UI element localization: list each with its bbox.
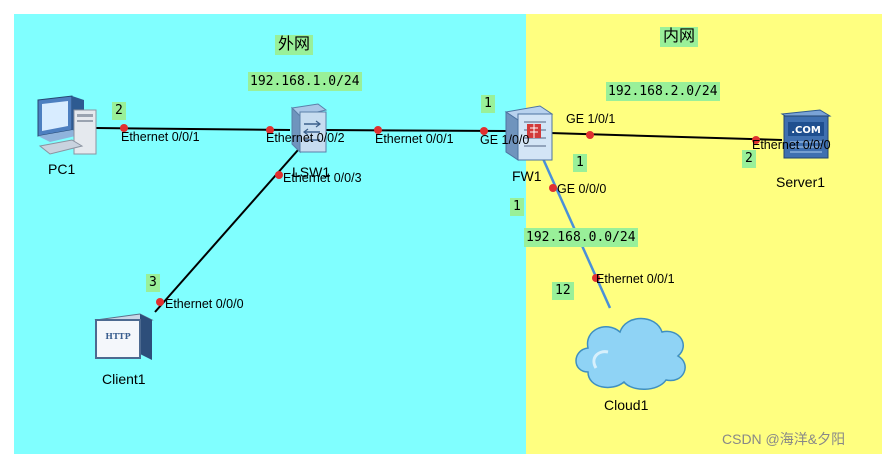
subnet-inner-server: 192.168.2.0/24 xyxy=(606,82,720,101)
link-pc1-lsw1[interactable] xyxy=(95,127,291,131)
device-name-cloud1: Cloud1 xyxy=(604,397,649,413)
cloud-icon[interactable] xyxy=(575,317,686,390)
device-name-client1: Client1 xyxy=(102,371,146,387)
port-label-fw1-ge100: GE 1/0/0 xyxy=(480,133,530,147)
device-name-pc1: PC1 xyxy=(48,161,76,177)
port-dot-server1 xyxy=(752,136,760,144)
device-name-server1: Server1 xyxy=(776,174,826,190)
port-label-lsw1-e002: Ethernet 0/0/2 xyxy=(266,131,345,145)
server-icon[interactable]: .COM xyxy=(780,109,832,159)
inner-zone-title: 内网 xyxy=(660,27,699,47)
firewall-icon[interactable] xyxy=(504,105,554,161)
port-label-server1: Ethernet 0/0/0 xyxy=(752,138,831,152)
port-dot-cloud1 xyxy=(592,274,600,282)
port-dot-fw1-ge101 xyxy=(586,131,594,139)
watermark: CSDN @海洋&夕阳 xyxy=(722,431,846,447)
link-lsw1-client1[interactable] xyxy=(154,149,299,313)
switch-icon[interactable] xyxy=(290,103,328,154)
server-badge: .COM xyxy=(791,125,821,136)
outer-zone-title: 外网 xyxy=(275,35,314,55)
tag-link-left: 1 xyxy=(510,198,524,216)
tag-server1: 2 xyxy=(742,150,756,168)
pc-icon[interactable] xyxy=(37,95,97,155)
port-dot-lsw1-e002 xyxy=(266,126,274,134)
port-label-lsw1-e003: Ethernet 0/0/3 xyxy=(283,171,362,185)
device-name-lsw1: LSW1 xyxy=(292,164,331,180)
subnet-inner-cloud: 192.168.0.0/24 xyxy=(524,228,638,247)
client-badge: HTTP xyxy=(105,331,130,341)
tag-client1: 3 xyxy=(146,274,160,292)
device-name-fw1: FW1 xyxy=(512,168,542,184)
port-dot-fw1-ge100 xyxy=(480,127,488,135)
tag-fw1-ge000: 1 xyxy=(573,154,587,172)
tag-pc1: 2 xyxy=(112,102,126,120)
tag-cloud1: 12 xyxy=(552,282,574,300)
port-dot-fw1-ge000 xyxy=(549,184,557,192)
port-label-client1: Ethernet 0/0/0 xyxy=(165,297,244,311)
port-label-pc1: Ethernet 0/0/1 xyxy=(121,130,200,144)
link-fw1-server1[interactable] xyxy=(549,132,783,141)
port-dot-pc1 xyxy=(120,124,128,132)
port-label-cloud1: Ethernet 0/0/1 xyxy=(596,272,675,286)
link-lsw1-fw1[interactable] xyxy=(321,129,507,132)
port-label-fw1-ge000: GE 0/0/0 xyxy=(557,182,607,196)
tag-fw1-top: 1 xyxy=(481,95,495,113)
http-client-icon[interactable]: HTTP xyxy=(94,313,154,360)
subnet-outer: 192.168.1.0/24 xyxy=(248,72,362,91)
port-dot-client1 xyxy=(156,298,164,306)
port-label-lsw1-e001: Ethernet 0/0/1 xyxy=(375,132,454,146)
port-dot-lsw1-e001 xyxy=(374,126,382,134)
port-dot-lsw1-e003 xyxy=(275,171,283,179)
port-label-fw1-ge101: GE 1/0/1 xyxy=(566,112,616,126)
